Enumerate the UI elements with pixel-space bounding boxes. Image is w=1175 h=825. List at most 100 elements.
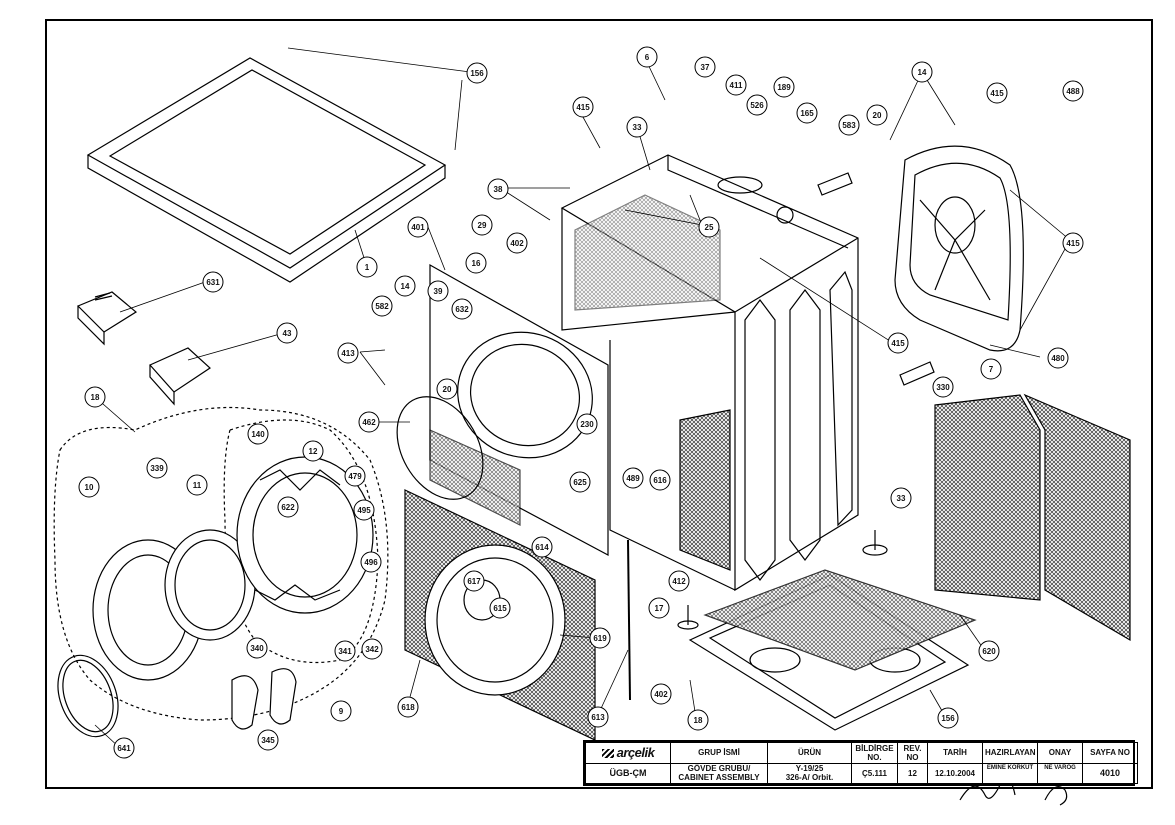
callout-330: 330	[932, 376, 954, 398]
callout-label: 617	[467, 577, 481, 586]
foot-part	[677, 530, 888, 630]
callout-label: 189	[777, 83, 791, 92]
callout-6: 6	[636, 46, 658, 68]
callout-label: 39	[434, 287, 443, 296]
callout-circle	[277, 496, 299, 518]
callout-479: 479	[344, 465, 366, 487]
cabinet-body-part	[560, 154, 859, 592]
callout-402: 402	[650, 683, 672, 705]
callout-616: 616	[649, 469, 671, 491]
callout-label: 415	[576, 103, 590, 112]
callout-circle	[725, 74, 747, 96]
callout-7: 7	[980, 358, 1002, 380]
callout-circle	[451, 298, 473, 320]
callout-layer: 1561631434135821440139632162940241533637…	[78, 46, 1084, 759]
callout-620: 620	[978, 640, 1000, 662]
callout-label: 340	[250, 644, 264, 653]
callout-413: 413	[337, 342, 359, 364]
callout-17: 17	[648, 597, 670, 619]
callout-619: 619	[589, 627, 611, 649]
callout-526: 526	[746, 94, 768, 116]
callout-label: 14	[401, 282, 410, 291]
callout-29: 29	[471, 214, 493, 236]
callout-label: 20	[443, 385, 452, 394]
callout-label: 415	[891, 339, 905, 348]
callout-label: 489	[626, 474, 640, 483]
callout-label: 462	[362, 418, 376, 427]
callout-circle	[531, 536, 553, 558]
callout-631: 631	[202, 271, 224, 293]
callout-label: 496	[364, 558, 378, 567]
callout-circle	[276, 322, 298, 344]
callout-circle	[489, 597, 511, 619]
callout-613: 613	[587, 706, 609, 728]
callout-circle	[773, 76, 795, 98]
callout-14: 14	[911, 61, 933, 83]
callout-circle	[866, 104, 888, 126]
callout-label: 613	[591, 713, 605, 722]
callout-circle	[78, 476, 100, 498]
callout-circle	[186, 474, 208, 496]
callout-circle	[932, 376, 954, 398]
callout-label: 625	[573, 478, 587, 487]
callout-label: 615	[493, 604, 507, 613]
callout-402: 402	[506, 232, 528, 254]
title-block: arçelik GRUP İSMİ ÜRÜN BİLDİRGE NO. REV.…	[583, 740, 1138, 786]
manual-booklet-43	[149, 347, 211, 406]
callout-9: 9	[330, 700, 352, 722]
callout-label: 6	[645, 53, 650, 62]
callout-label: 341	[338, 647, 352, 656]
callout-circle	[648, 597, 670, 619]
callout-circle	[569, 471, 591, 493]
door-inner-boundary	[223, 419, 379, 664]
callout-circle	[465, 252, 487, 274]
callout-circle	[471, 214, 493, 236]
callout-label: 582	[375, 302, 389, 311]
callout-340: 340	[246, 637, 268, 659]
callout-circle	[337, 342, 359, 364]
door-inner-frame-part	[236, 456, 374, 614]
callout-label: 14	[918, 68, 927, 77]
callout-circle	[911, 61, 933, 83]
callout-circle	[1047, 347, 1069, 369]
callout-label: 415	[1066, 239, 1080, 248]
callout-38: 38	[487, 178, 509, 200]
callout-10: 10	[78, 476, 100, 498]
drawing-border	[45, 19, 1153, 789]
callout-411: 411	[725, 74, 747, 96]
callout-156: 156	[466, 62, 488, 84]
callout-label: 616	[653, 476, 667, 485]
callout-label: 156	[470, 69, 484, 78]
callout-33: 33	[626, 116, 648, 138]
callout-156: 156	[937, 707, 959, 729]
callout-circle	[576, 413, 598, 435]
callout-circle	[668, 570, 690, 592]
cable-part	[627, 539, 631, 701]
callout-circle	[694, 56, 716, 78]
callout-label: 230	[580, 420, 594, 429]
callout-label: 618	[401, 703, 415, 712]
callout-617: 617	[463, 570, 485, 592]
side-insulation-panel-330	[934, 393, 1131, 642]
callout-circle	[589, 627, 611, 649]
callout-circle	[84, 386, 106, 408]
callout-label: 488	[1066, 87, 1080, 96]
door-assembly-boundary	[53, 406, 389, 721]
callout-circle	[1062, 232, 1084, 254]
callout-140: 140	[247, 423, 269, 445]
callout-label: 165	[800, 109, 814, 118]
callout-label: 622	[281, 503, 295, 512]
value-date: 12.10.2004	[927, 762, 983, 784]
header-date: TARİH	[927, 742, 983, 764]
callout-339: 339	[146, 457, 168, 479]
callout-415: 415	[1062, 232, 1084, 254]
door-seal-ring-part	[57, 654, 119, 738]
callout-circle	[394, 275, 416, 297]
callout-label: 401	[411, 223, 425, 232]
callout-circle	[257, 729, 279, 751]
callout-43: 43	[276, 322, 298, 344]
callout-614: 614	[531, 536, 553, 558]
value-bildirge: Ç5.111	[851, 762, 898, 784]
callout-label: 11	[193, 481, 202, 490]
